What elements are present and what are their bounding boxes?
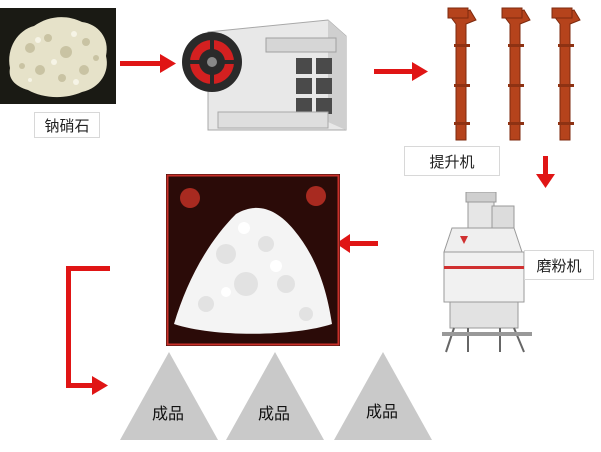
arrow-right-2 xyxy=(374,62,428,81)
elbow-arrow xyxy=(66,266,110,395)
product-label-3: 成品 xyxy=(365,402,398,421)
arrow-right-1 xyxy=(120,54,176,73)
product-triangle-2 xyxy=(226,352,324,440)
product-label-1: 成品 xyxy=(151,404,184,423)
grinding-mill-image xyxy=(442,192,532,353)
arrow-left xyxy=(336,234,378,253)
raw-material-label: 钠硝石 xyxy=(34,112,100,138)
bucket-elevators-image xyxy=(447,7,581,141)
arrow-down xyxy=(536,156,555,188)
jaw-crusher-image xyxy=(182,19,347,131)
product-triangle-3 xyxy=(334,352,432,440)
product-triangle-1 xyxy=(120,352,218,440)
product-label-2: 成品 xyxy=(257,404,290,423)
sodium-nitrate-powder-image xyxy=(166,174,340,346)
mill-label: 磨粉机 xyxy=(524,250,594,280)
nitratine-rock-image xyxy=(0,8,116,104)
elevator-label: 提升机 xyxy=(404,146,500,176)
